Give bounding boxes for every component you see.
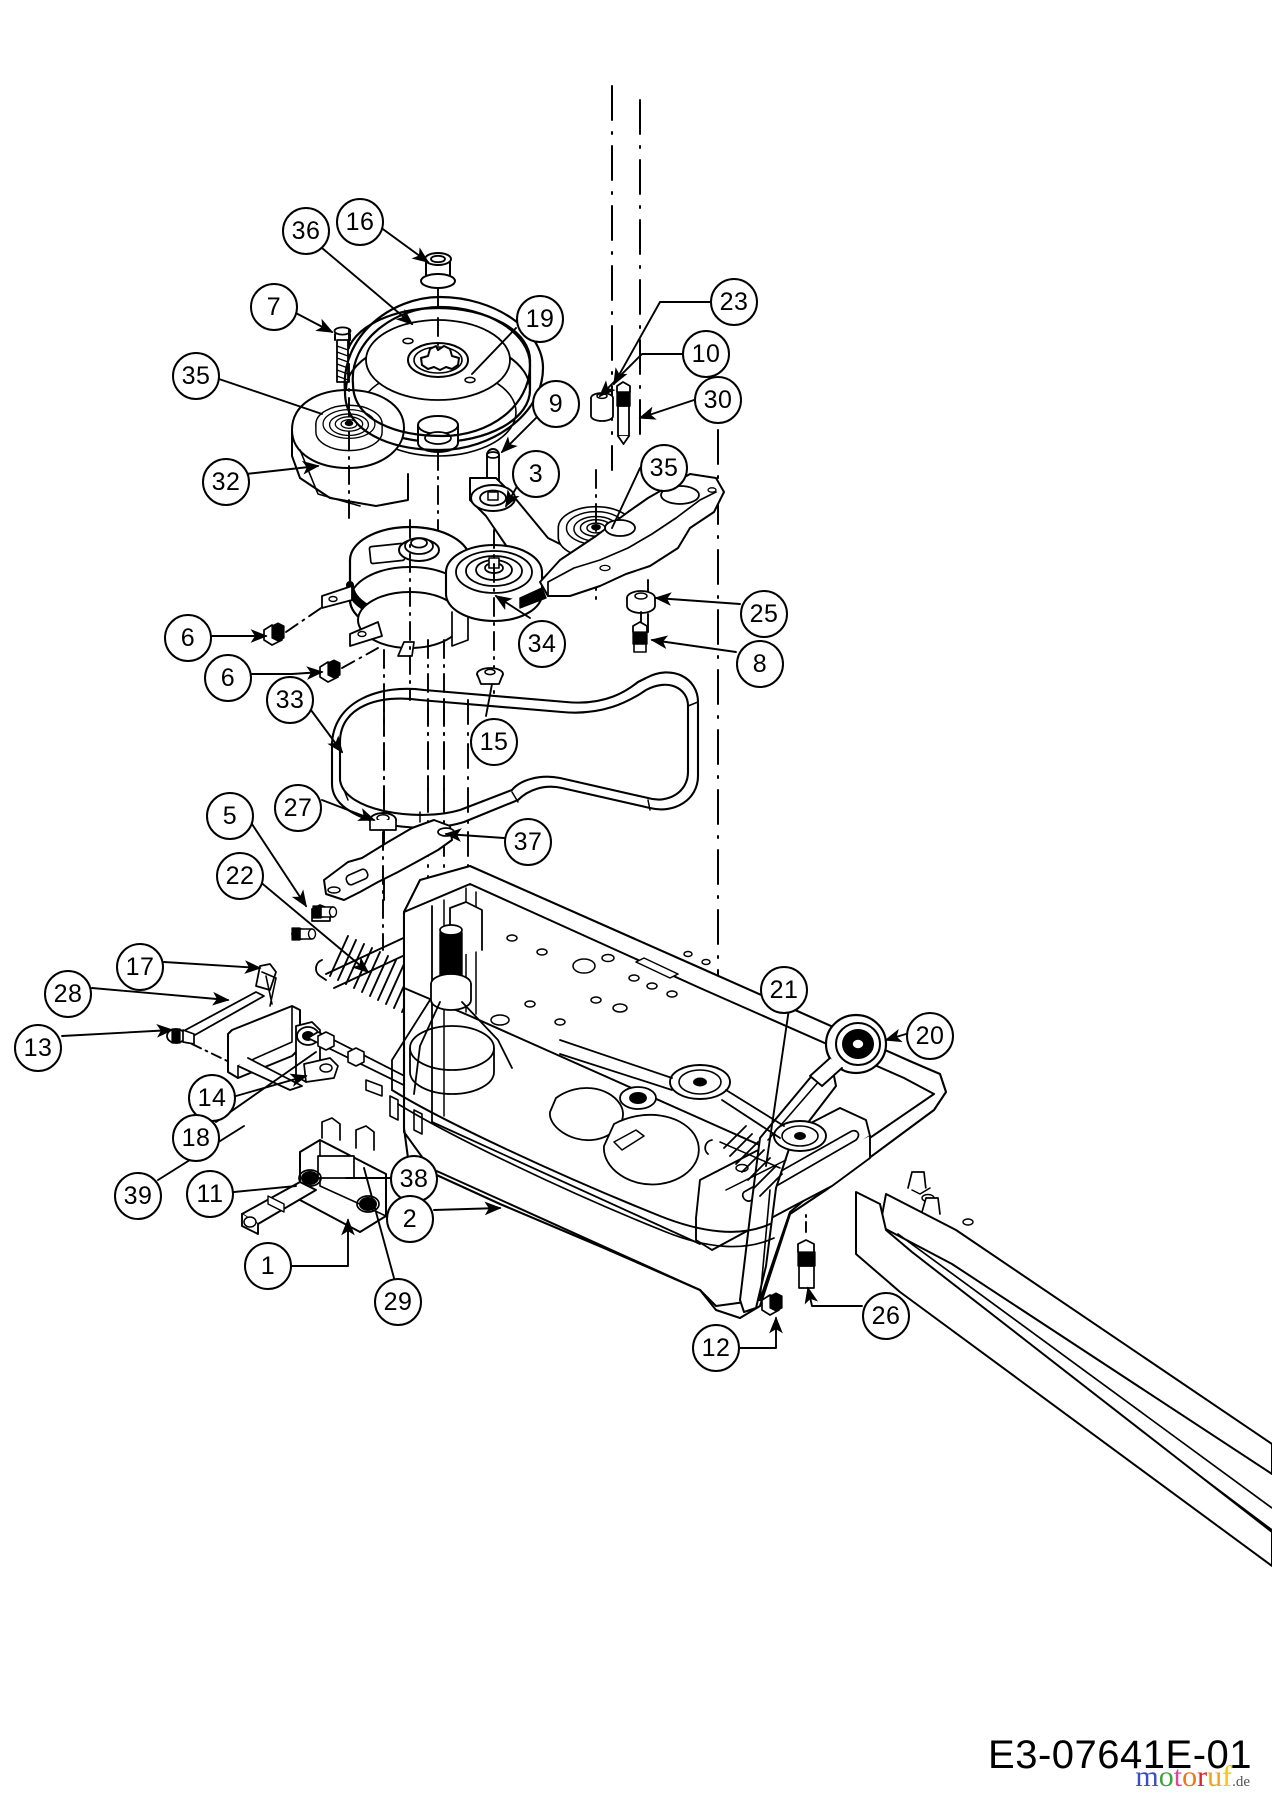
callout-balloon-37[interactable]: 37 (504, 818, 552, 866)
callout-balloon-32[interactable]: 32 (202, 458, 250, 506)
callout-balloon-10[interactable]: 10 (682, 330, 730, 378)
callout-balloon-1[interactable]: 1 (244, 1242, 292, 1290)
callout-balloon-7[interactable]: 7 (250, 283, 298, 331)
callout-balloon-6-upper[interactable]: 6 (164, 614, 212, 662)
callout-balloon-18[interactable]: 18 (172, 1114, 220, 1162)
callout-balloon-19[interactable]: 19 (516, 295, 564, 343)
watermark-letter-f: f (1222, 1760, 1233, 1793)
callout-balloon-29[interactable]: 29 (374, 1278, 422, 1326)
watermark-suffix: .de (1232, 1774, 1250, 1790)
callout-balloon-28[interactable]: 28 (44, 970, 92, 1018)
motoruf-watermark: motoruf.de (1135, 1762, 1250, 1792)
callout-balloon-11[interactable]: 11 (186, 1170, 234, 1218)
watermark-letters: motoruf (1135, 1760, 1232, 1793)
watermark-letter-r: r (1197, 1760, 1208, 1793)
watermark-letter-u: u (1207, 1760, 1223, 1793)
callout-balloon-17[interactable]: 17 (116, 943, 164, 991)
callout-balloon-25[interactable]: 25 (740, 590, 788, 638)
callout-balloon-16[interactable]: 16 (336, 198, 384, 246)
watermark-letter-o: o (1158, 1760, 1174, 1793)
callout-balloon-20[interactable]: 20 (906, 1012, 954, 1060)
callout-balloon-39[interactable]: 39 (114, 1172, 162, 1220)
callout-balloon-5[interactable]: 5 (206, 792, 254, 840)
callout-balloon-12[interactable]: 12 (692, 1324, 740, 1372)
callout-balloon-15[interactable]: 15 (470, 718, 518, 766)
callout-balloon-22[interactable]: 22 (216, 852, 264, 900)
callout-balloon-34[interactable]: 34 (518, 620, 566, 668)
callout-balloon-13[interactable]: 13 (14, 1024, 62, 1072)
callout-balloon-33[interactable]: 33 (266, 676, 314, 724)
callout-balloon-2[interactable]: 2 (386, 1195, 434, 1243)
callout-balloon-6-lower[interactable]: 6 (204, 654, 252, 702)
callout-balloon-8[interactable]: 8 (736, 640, 784, 688)
callout-balloon-23[interactable]: 23 (710, 278, 758, 326)
callout-balloon-21[interactable]: 21 (760, 966, 808, 1014)
callout-balloon-9[interactable]: 9 (532, 380, 580, 428)
callout-balloon-30[interactable]: 30 (694, 376, 742, 424)
watermark-letter-t: t (1173, 1760, 1183, 1793)
watermark-letter-o: o (1182, 1760, 1198, 1793)
watermark-letter-m: m (1135, 1760, 1159, 1793)
callout-balloon-36[interactable]: 36 (282, 207, 330, 255)
callout-balloon-26[interactable]: 26 (862, 1292, 910, 1340)
callout-balloon-3[interactable]: 3 (512, 450, 560, 498)
document-code: E3-07641E-01 (988, 1733, 1252, 1777)
callout-balloon-35-left[interactable]: 35 (172, 352, 220, 400)
callout-balloon-27[interactable]: 27 (274, 784, 322, 832)
callout-balloon-35-right[interactable]: 35 (640, 444, 688, 492)
